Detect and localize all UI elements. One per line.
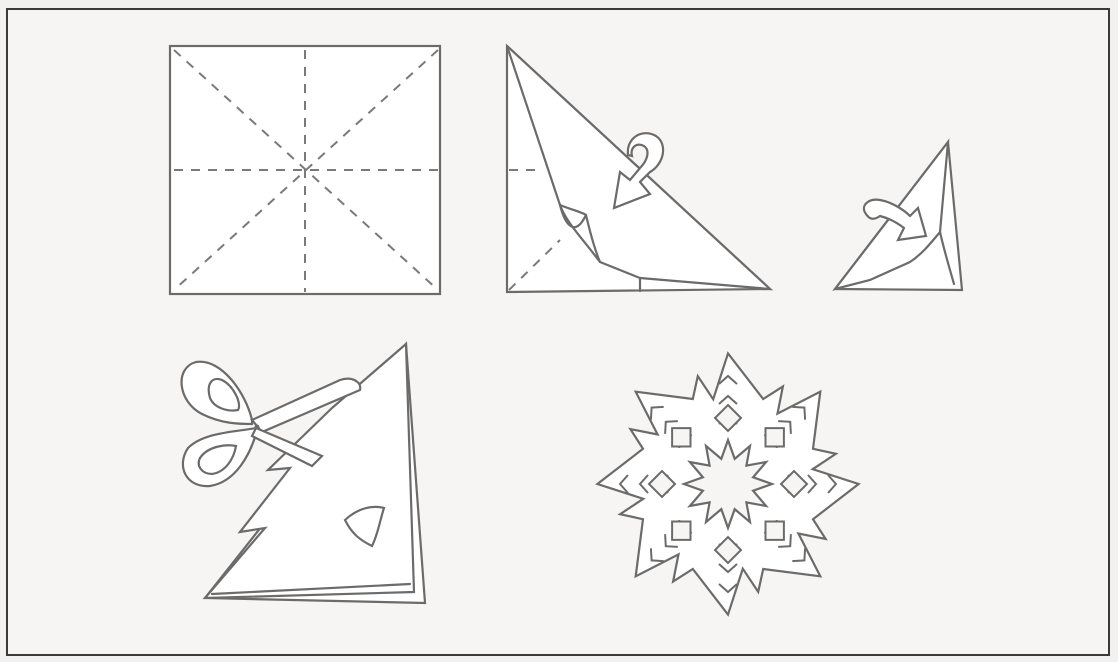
snowflake-hole [672,522,690,540]
snowflake-hole [672,428,690,446]
snowflake-hole [766,522,784,540]
snowflake-hole [766,428,784,446]
step-3-small-triangle [835,142,962,290]
step-5-snowflake [597,353,858,614]
step-2-triangle-fold [507,46,770,292]
scissors-pivot [255,425,260,430]
step-4-cutting [182,344,425,603]
step-1-square [170,46,440,294]
